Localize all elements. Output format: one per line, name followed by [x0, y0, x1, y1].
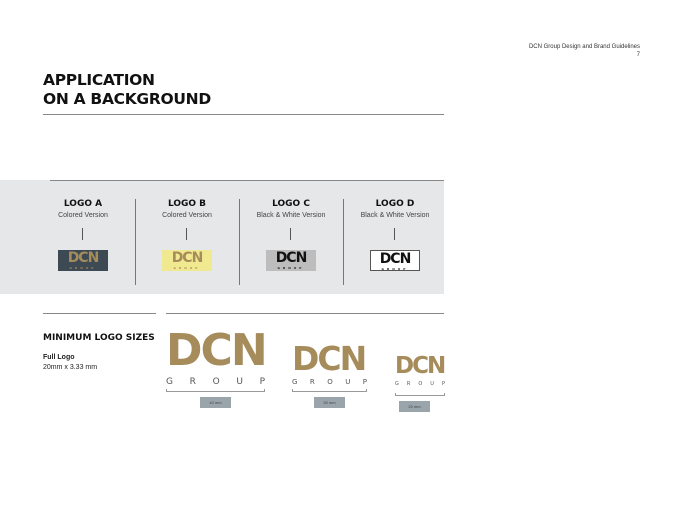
divider [166, 313, 444, 314]
logo-mark: DCN [67, 250, 100, 266]
logo-description: Black & White Version [256, 212, 326, 219]
logo-column: LOGO D Black & White Version DCN GROUP [343, 199, 447, 271]
tick-line [394, 228, 395, 240]
logo-name: LOGO D [375, 199, 415, 209]
title-line-2: ON A BACKGROUND [43, 90, 211, 108]
logo-sub: GROUP [173, 266, 201, 270]
size-bracket [292, 389, 367, 392]
logo-mark: DCN [395, 353, 446, 379]
size-label: 20 mm [399, 401, 430, 412]
logo-column: LOGO B Colored Version DCN GROUP [135, 199, 239, 271]
column-divider [343, 199, 344, 285]
logo-sample: DCN GROUP [266, 250, 316, 271]
logo-description: Colored Version [58, 212, 108, 219]
min-sizes-heading: MINIMUM LOGO SIZES [43, 333, 155, 343]
logo-sub: GROUP [381, 267, 409, 271]
background-band [0, 180, 444, 294]
full-logo-label: Full Logo [43, 354, 75, 361]
logo-sample: DCN GROUP [58, 250, 108, 271]
logo-mark: DCN [171, 250, 204, 266]
logo-description: Black & White Version [360, 212, 430, 219]
logo-name: LOGO A [63, 199, 103, 209]
size-label: 40 mm [200, 397, 231, 408]
tick-line [82, 228, 83, 240]
logo-sub: GROUP [69, 266, 97, 270]
divider [43, 313, 156, 314]
logo-column: LOGO C Black & White Version DCN GROUP [239, 199, 343, 271]
logo-mark: DCN [379, 251, 412, 267]
logo-column: LOGO A Colored Version DCN GROUP [31, 199, 135, 271]
tick-line [186, 228, 187, 240]
size-bracket [166, 389, 265, 392]
logo-mark: DCN [292, 339, 367, 378]
logo-mark: DCN [166, 325, 268, 376]
size-label: 30 mm [314, 397, 345, 408]
logo-sub: GROUP [277, 266, 305, 270]
divider [43, 114, 444, 115]
logo-sample: DCN GROUP [370, 250, 420, 271]
column-divider [239, 199, 240, 285]
title-line-1: APPLICATION [43, 71, 155, 89]
full-logo-dims: 20mm x 3.33 mm [43, 364, 98, 371]
tick-line [290, 228, 291, 240]
page-number: 7 [636, 52, 640, 58]
logo-sample: DCN GROUP [162, 250, 212, 271]
document-title: DCN Group Design and Brand Guidelines [528, 44, 640, 50]
logo-name: LOGO B [167, 199, 207, 209]
divider [50, 180, 444, 181]
page-title: APPLICATION ON A BACKGROUND [43, 71, 211, 109]
logo-description: Colored Version [162, 212, 212, 219]
logo-name: LOGO C [272, 199, 310, 209]
column-divider [135, 199, 136, 285]
logo-mark: DCN [275, 250, 308, 266]
size-bracket [395, 393, 445, 396]
